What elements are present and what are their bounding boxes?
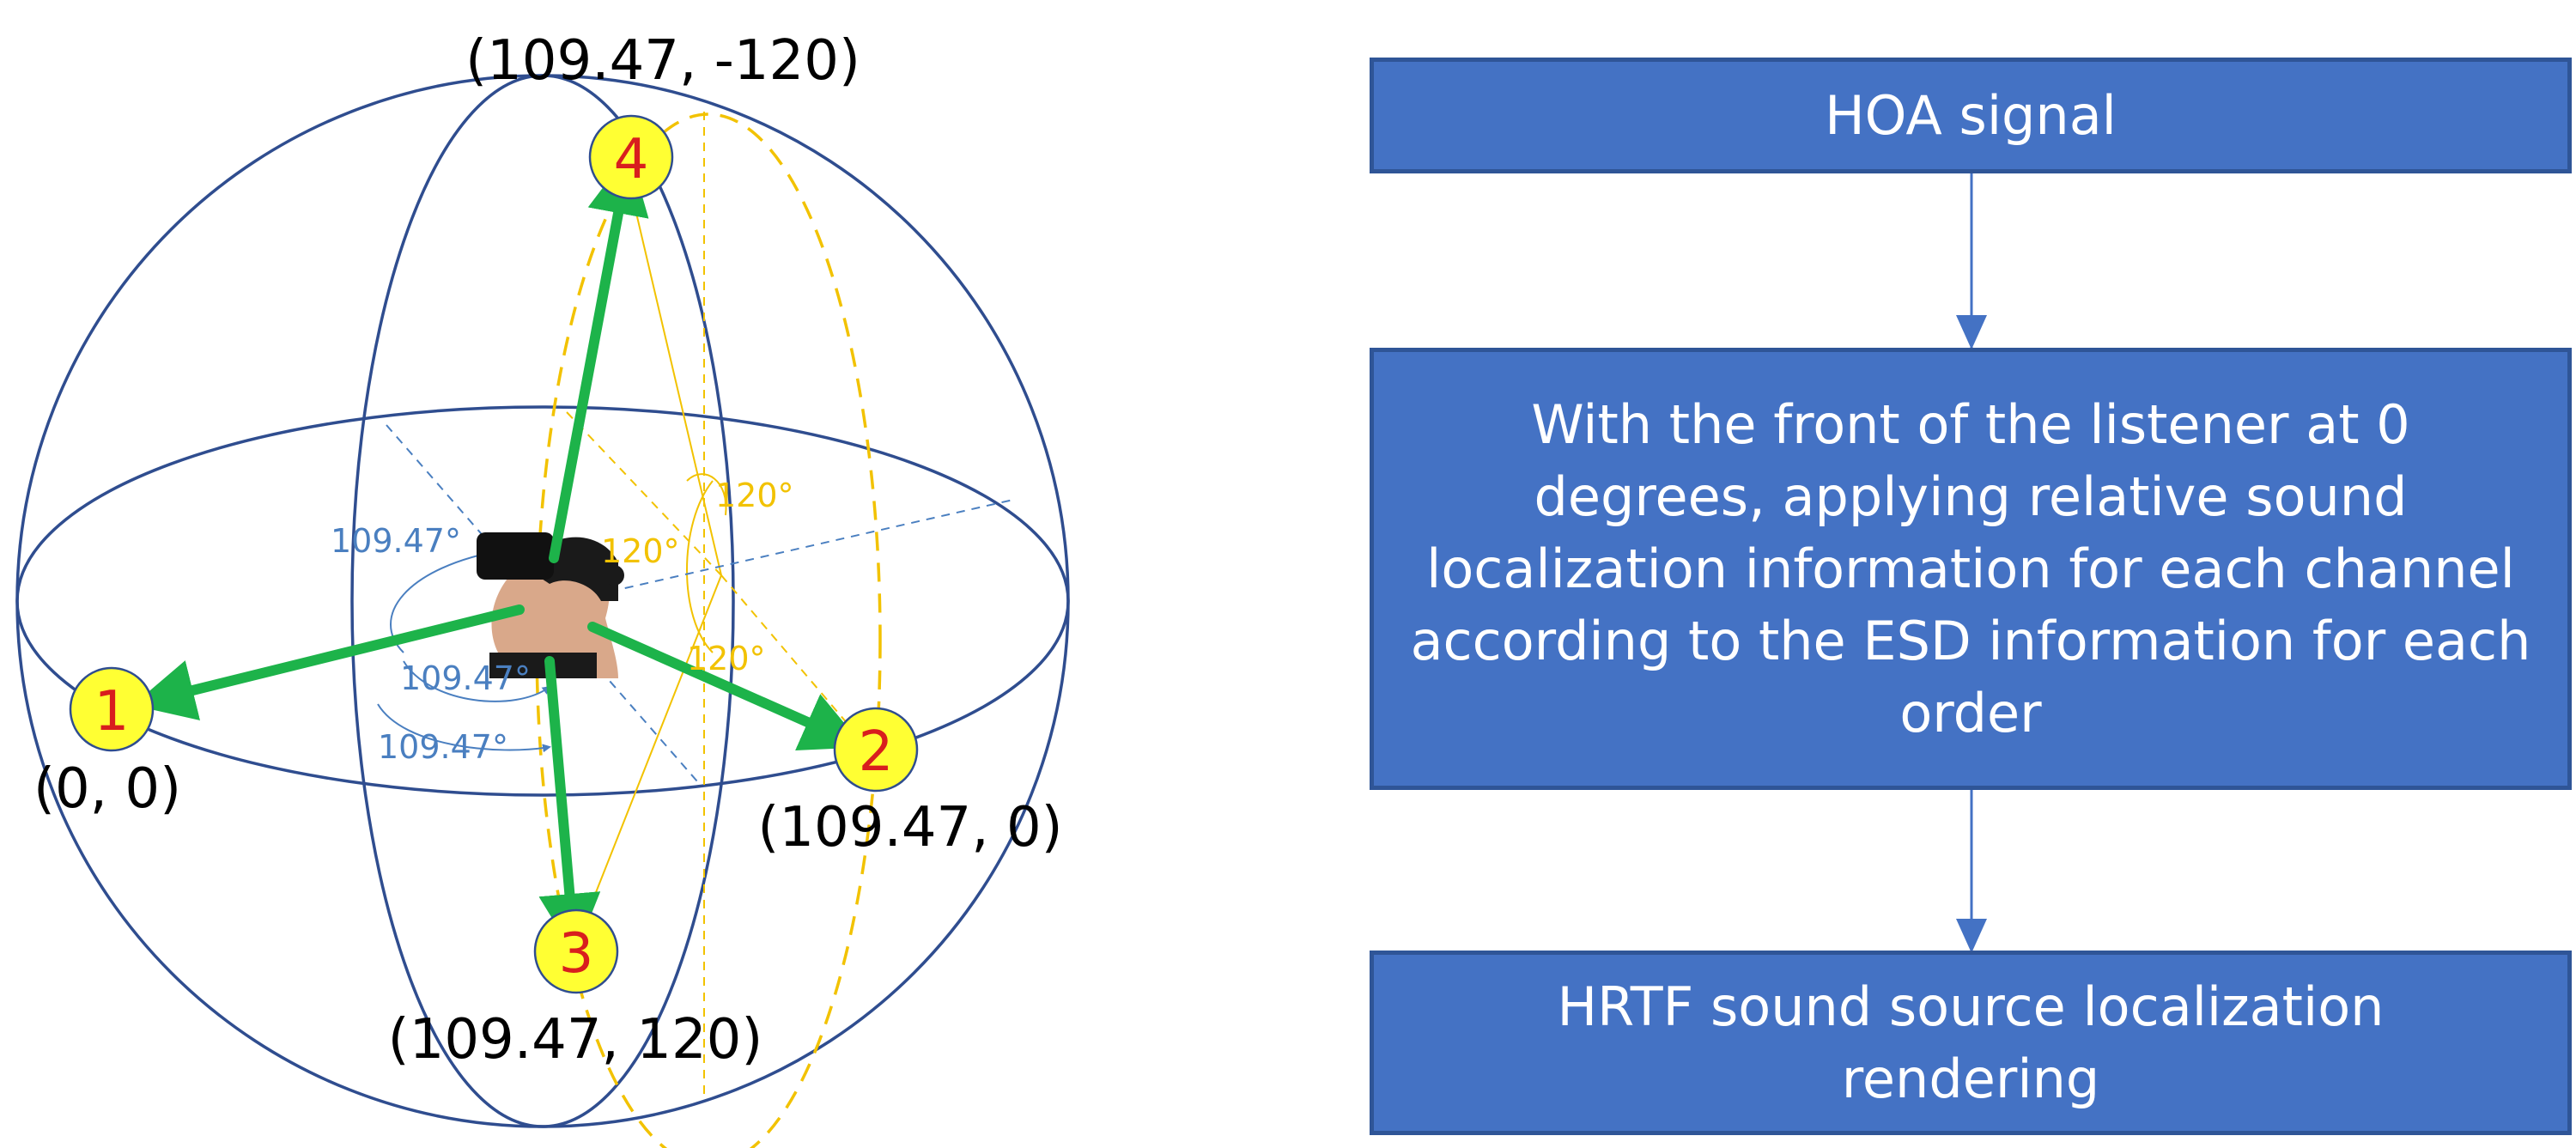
angle-label-yellow-2: 120° xyxy=(601,532,680,570)
node-2-number: 2 xyxy=(859,720,894,784)
yellow-guide-2 xyxy=(574,574,722,945)
arrow-to-node-3 xyxy=(538,656,601,956)
yellow-guide-1 xyxy=(622,154,722,576)
arrow-to-node-4 xyxy=(549,152,649,563)
flow-box-localization-text: With the front of the listener at 0 degr… xyxy=(1410,392,2531,744)
yellow-angle-arc-2 xyxy=(686,473,727,516)
angle-label-blue-3: 109.47° xyxy=(378,728,508,766)
direction-arrows xyxy=(132,152,865,956)
angle-label-yellow-3: 120° xyxy=(687,640,766,677)
arrow-to-node-1 xyxy=(132,604,525,720)
node-4-coord: (109.47, -120) xyxy=(465,29,860,93)
node-3-number: 3 xyxy=(559,922,594,986)
arrow-to-node-2 xyxy=(587,622,865,751)
angle-label-yellow-1: 120° xyxy=(715,477,794,514)
dashed-guides xyxy=(535,112,882,1148)
blue-dashed-2 xyxy=(549,499,1014,606)
angle-label-blue-1: 109.47° xyxy=(331,522,461,560)
horizontal-ellipse xyxy=(15,405,1070,797)
yellow-guide-4 xyxy=(566,411,722,576)
vertical-ellipse xyxy=(350,74,735,1128)
node-3-coord: (109.47, 120) xyxy=(388,1008,763,1072)
node-2: 2 xyxy=(833,707,919,793)
node-3: 3 xyxy=(533,908,619,994)
node-1-number: 1 xyxy=(94,680,130,744)
sphere-wireframe xyxy=(15,74,1070,1128)
flow-box-hoa-signal-text: HOA signal xyxy=(1825,83,2117,147)
flow-box-localization: With the front of the listener at 0 degr… xyxy=(1370,348,2572,790)
node-4: 4 xyxy=(588,114,674,200)
node-1-coord: (0, 0) xyxy=(33,757,181,821)
node-2-coord: (109.47, 0) xyxy=(757,796,1062,859)
flow-box-hrtf-rendering-text: HRTF sound source localization rendering xyxy=(1557,975,2385,1110)
flow-box-hrtf-rendering: HRTF sound source localization rendering xyxy=(1370,951,2572,1135)
angle-label-blue-2: 109.47° xyxy=(400,659,531,697)
yellow-dashed-ellipse xyxy=(535,112,882,1148)
blue-angle-arc-2 xyxy=(403,660,551,702)
node-1: 1 xyxy=(69,666,155,752)
blue-angle-arc-3 xyxy=(377,703,551,753)
node-4-number: 4 xyxy=(614,128,649,191)
flow-box-hoa-signal: HOA signal xyxy=(1370,58,2572,173)
yellow-angle-arc xyxy=(686,480,714,653)
listener-head-icon xyxy=(477,532,624,678)
